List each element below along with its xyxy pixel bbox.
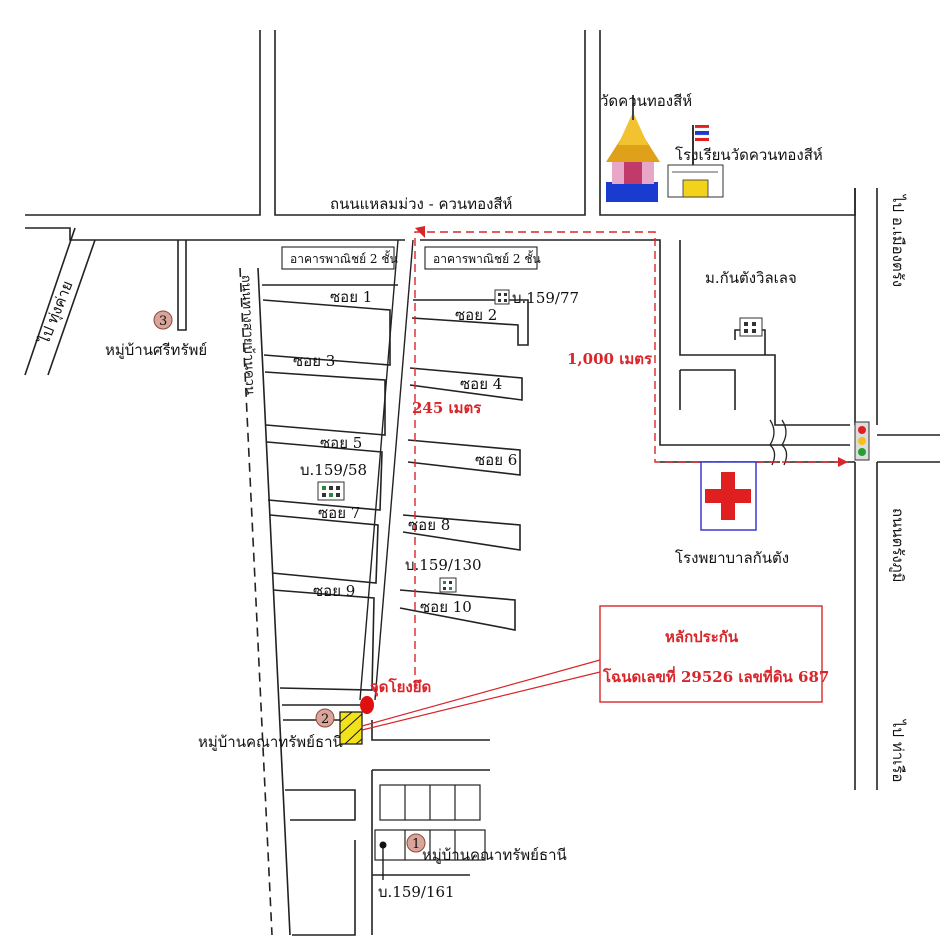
main-road-label: ถนนแหลมม่วง - ควนทองสีห์ — [330, 195, 512, 213]
road-to-bottom-right-label: ไป ท่าเรือ — [889, 719, 907, 782]
building-icon — [439, 577, 457, 593]
building-box-left-label: อาคารพาณิชย์ 2 ชั้น — [290, 250, 398, 266]
bottom-blocks — [285, 720, 490, 936]
temple-label: วัดควนทองสีห์ — [600, 92, 692, 110]
road-to-left-label: ไป ทุ่งค่าย — [35, 278, 78, 348]
building-box-right: อาคารพาณิชย์ 2 ชั้น — [424, 246, 541, 270]
soi-1-label: ซอย 1 — [330, 288, 372, 306]
right-road-label: ถนนตรังภูมิ — [889, 508, 907, 583]
building-icon — [494, 289, 510, 305]
house-159-58-label: บ.159/58 — [300, 461, 367, 479]
village-marker-2: 2 — [315, 708, 335, 728]
soi-9-label: ซอย 9 — [313, 582, 355, 600]
house-159-130-label: บ.159/130 — [405, 556, 482, 574]
location-pin-icon — [379, 841, 387, 880]
village-3-label: หมู่บ้านศรีทรัพย์ — [105, 341, 207, 359]
college-building-icon — [739, 317, 763, 337]
village-marker-1: 1 — [406, 833, 426, 853]
soi-5-label: ซอย 5 — [320, 434, 362, 452]
temple-icon — [606, 95, 660, 202]
dashed-road-left — [239, 267, 291, 936]
road-break-marks — [769, 419, 788, 466]
road-to-top-right-label: ไป อ.เมืองตรัง — [889, 194, 907, 287]
distance-245m-label: 245 เมตร — [412, 399, 482, 417]
soi-2-label: ซอย 2 — [455, 306, 497, 324]
building-icon — [317, 481, 345, 501]
village-marker-3: 3 — [153, 310, 173, 330]
college-label: ม.กันตังวิลเลจ — [705, 269, 797, 287]
soi-3-label: ซอย 3 — [293, 352, 335, 370]
road-to-left — [24, 227, 187, 376]
house-159-161-label: บ.159/161 — [378, 883, 455, 901]
soi-10-label: ซอย 10 — [420, 598, 472, 616]
college-block — [679, 329, 766, 410]
soi-4-label: ซอย 4 — [460, 375, 502, 393]
route-arrow-right — [838, 457, 848, 467]
building-box-left: อาคารพาณิชย์ 2 ชั้น — [281, 246, 398, 270]
collateral-detail: โฉนดเลขที่ 29526 เลขที่ดิน 687 — [602, 666, 829, 686]
village-3-number: 3 — [159, 314, 167, 329]
anchor-point-label: จุดโยงยึด — [370, 677, 431, 697]
village-1-number: 1 — [412, 837, 420, 852]
soi-8-label: ซอย 8 — [408, 516, 450, 534]
soi-7-label: ซอย 7 — [318, 504, 360, 522]
building-box-right-label: อาคารพาณิชย์ 2 ชั้น — [433, 250, 541, 266]
house-159-77-label: บ.159/77 — [512, 289, 579, 307]
main-road-top — [25, 30, 856, 446]
center-road — [359, 239, 414, 701]
hospital-label: โรงพยาบาลกันตัง — [675, 549, 789, 567]
anchor-point-marker — [360, 696, 374, 714]
collateral-info-box: หลักประกัน โฉนดเลขที่ 29526 เลขที่ดิน 68… — [599, 605, 829, 703]
distance-1000m-label: 1,000 เมตร — [567, 350, 653, 368]
village-1-label: หมู่บ้านคณาทรัพย์ธานี — [422, 846, 567, 864]
route-arrow-top — [415, 226, 425, 238]
school-label: โรงเรียนวัดควนทองสีห์ — [675, 146, 823, 164]
collateral-plot — [339, 711, 363, 745]
collateral-leader-lines — [361, 659, 601, 731]
left-road-label: ถนนทางสายบ้านควน — [238, 275, 257, 396]
collateral-title: หลักประกัน — [665, 628, 739, 646]
soi-roads — [262, 284, 529, 721]
hospital-cross-icon — [700, 461, 757, 531]
village-2-number: 2 — [321, 712, 329, 727]
school-icon — [667, 125, 724, 198]
village-2-label: หมู่บ้านคณาทรัพย์ธานี — [198, 733, 343, 751]
soi-6-label: ซอย 6 — [475, 451, 517, 469]
traffic-light-icon — [854, 421, 870, 461]
